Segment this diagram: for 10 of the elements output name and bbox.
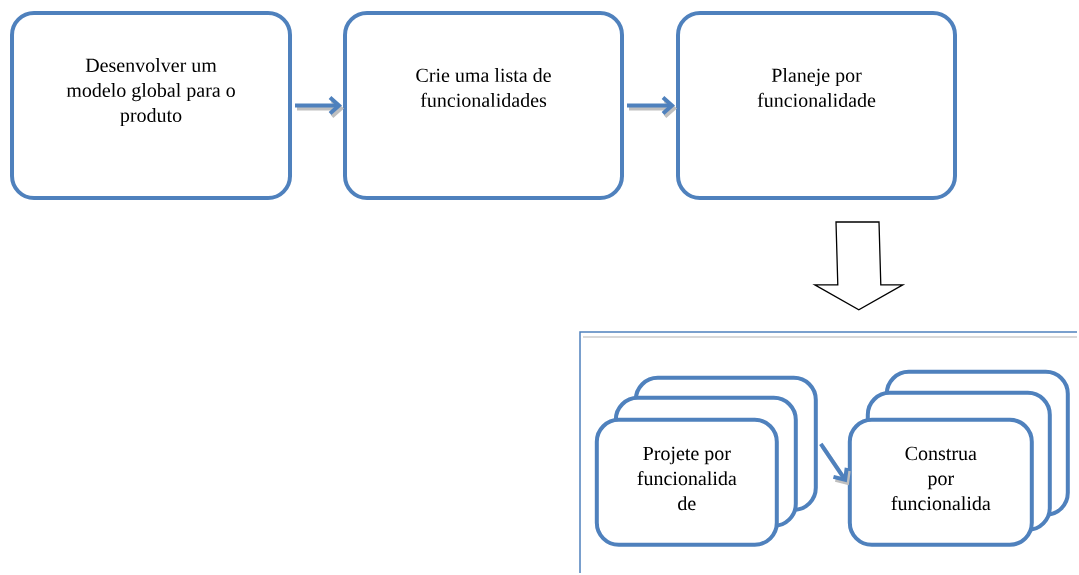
block-arrow [812, 221, 906, 311]
process-box: Desenvolver um modelo global para o produto [10, 11, 292, 200]
panel-frame [579, 331, 1078, 574]
process-box: Construa por funcionalida [847, 417, 1034, 547]
process-box: Projete por funcionalida de [594, 417, 779, 547]
arrow [819, 442, 851, 486]
arrow [295, 96, 344, 118]
arrow [627, 96, 677, 118]
process-box: Planeje por funcionalidade [676, 11, 957, 200]
process-box: Crie uma lista de funcionalidades [343, 11, 624, 200]
